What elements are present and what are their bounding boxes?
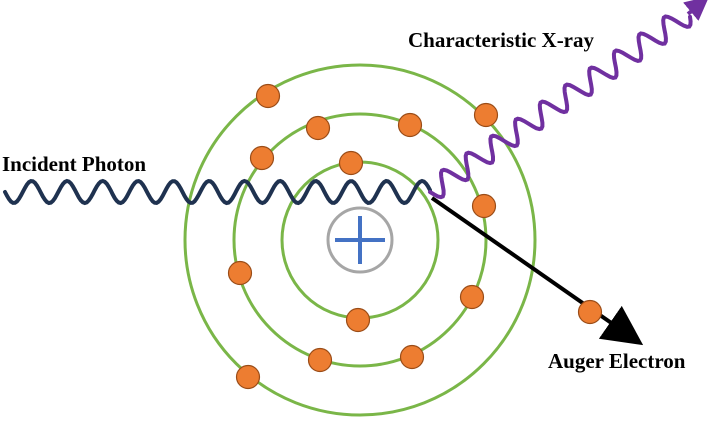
electron — [249, 145, 275, 171]
electron — [345, 307, 371, 333]
electrons-group — [227, 83, 603, 390]
electron — [305, 115, 331, 141]
electron — [459, 284, 485, 310]
electron — [235, 364, 261, 390]
incident-photon-wave — [3, 178, 432, 206]
electron — [397, 112, 423, 138]
characteristic-xray-wave — [428, 14, 693, 200]
characteristic-xray-label: Characteristic X-ray — [408, 28, 595, 52]
xray-arrowhead — [683, 0, 710, 21]
auger-electron-label: Auger Electron — [548, 349, 686, 373]
electron — [307, 347, 333, 373]
outer-shell — [183, 63, 537, 417]
incident-photon-label: Incident Photon — [2, 152, 147, 176]
electron — [473, 102, 499, 128]
auger-electron — [577, 299, 603, 325]
electron — [399, 344, 425, 370]
electron — [227, 260, 253, 286]
middle-shell — [232, 112, 488, 368]
electron — [471, 193, 497, 219]
nucleus-icon — [326, 206, 394, 274]
electron — [255, 83, 281, 109]
electron — [338, 150, 364, 176]
